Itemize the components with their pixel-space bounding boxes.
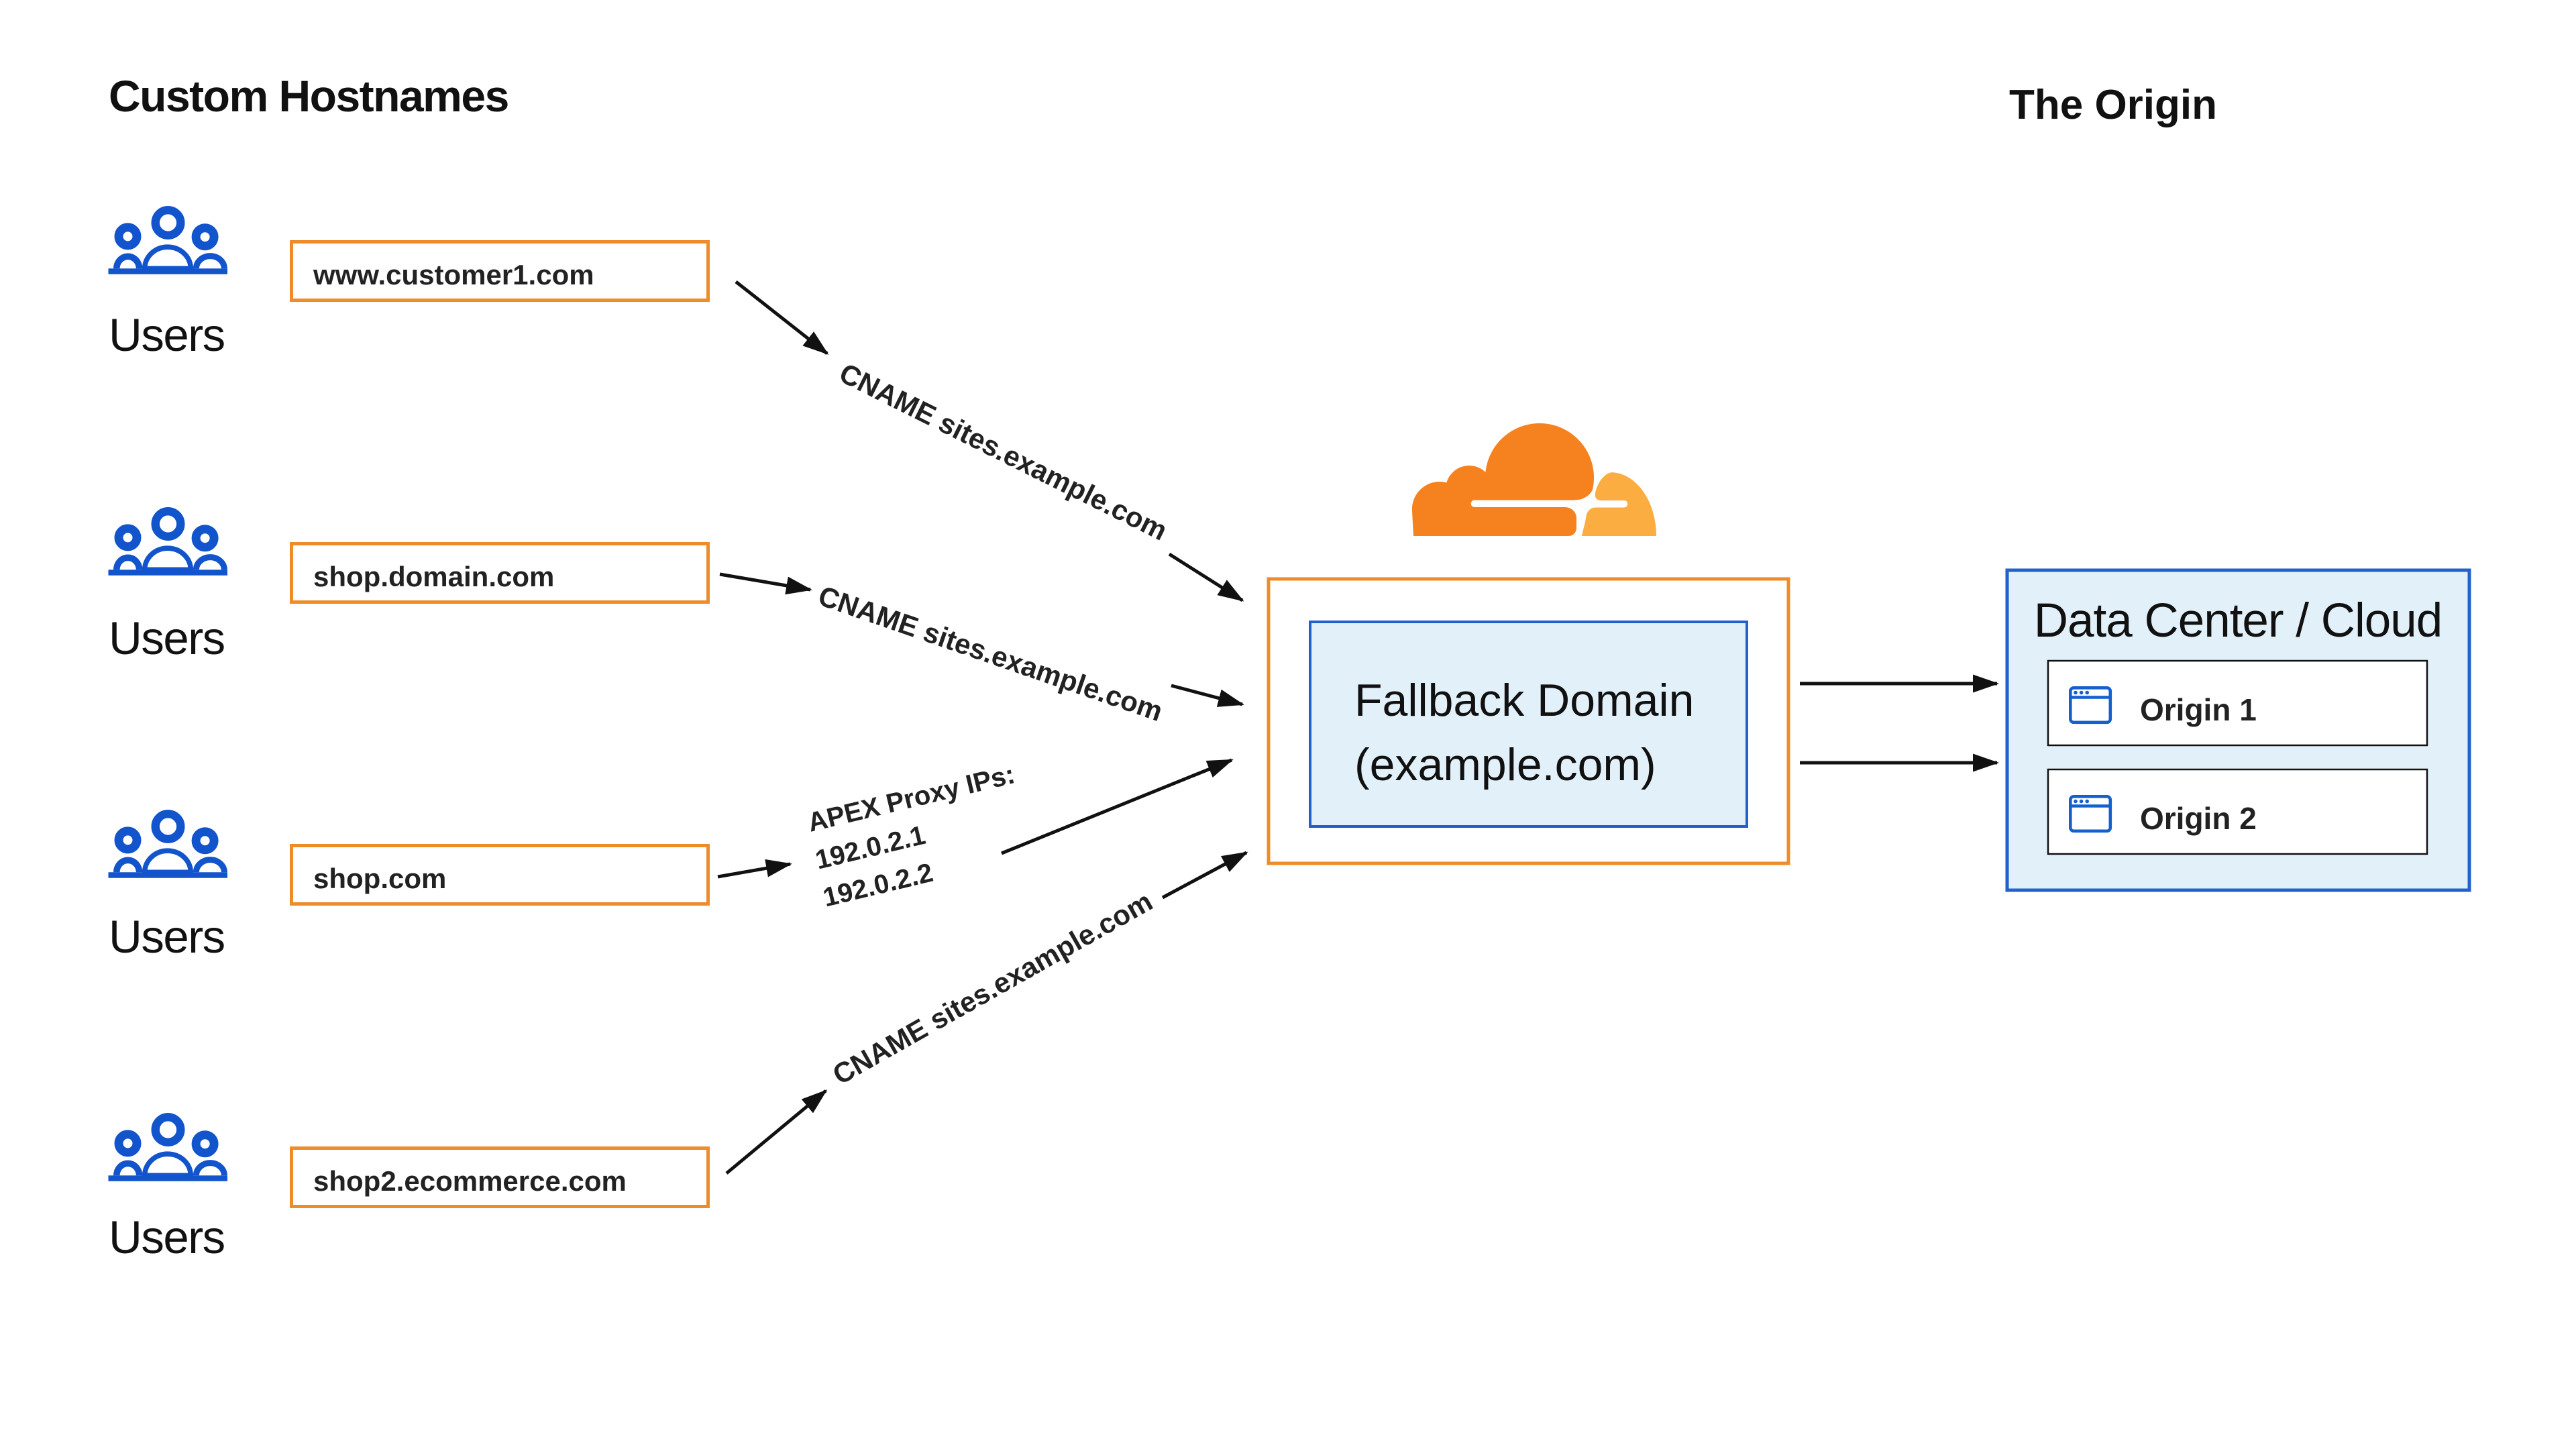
svg-text:CNAME sites.example.com: CNAME sites.example.com — [835, 357, 1173, 547]
svg-text:Users: Users — [109, 1212, 225, 1263]
svg-text:Origin 1: Origin 1 — [2140, 692, 2257, 727]
svg-text:Custom Hostnames: Custom Hostnames — [109, 71, 508, 121]
svg-text:CNAME sites.example.com: CNAME sites.example.com — [827, 885, 1157, 1090]
svg-text:shop.com: shop.com — [313, 863, 446, 894]
svg-text:The Origin: The Origin — [2009, 82, 2217, 128]
svg-text:shop.domain.com: shop.domain.com — [313, 561, 554, 592]
svg-text:(example.com): (example.com) — [1354, 739, 1656, 790]
svg-text:CNAME sites.example.com: CNAME sites.example.com — [814, 580, 1167, 727]
svg-text:Users: Users — [109, 309, 225, 361]
svg-text:shop2.ecommerce.com: shop2.ecommerce.com — [313, 1165, 627, 1197]
svg-text:www.customer1.com: www.customer1.com — [313, 259, 594, 290]
svg-text:Users: Users — [109, 911, 225, 963]
svg-text:Users: Users — [109, 612, 225, 664]
svg-text:Data Center / Cloud: Data Center / Cloud — [2034, 594, 2443, 647]
svg-text:Fallback Domain: Fallback Domain — [1354, 675, 1694, 726]
svg-text:Origin 2: Origin 2 — [2140, 801, 2257, 836]
